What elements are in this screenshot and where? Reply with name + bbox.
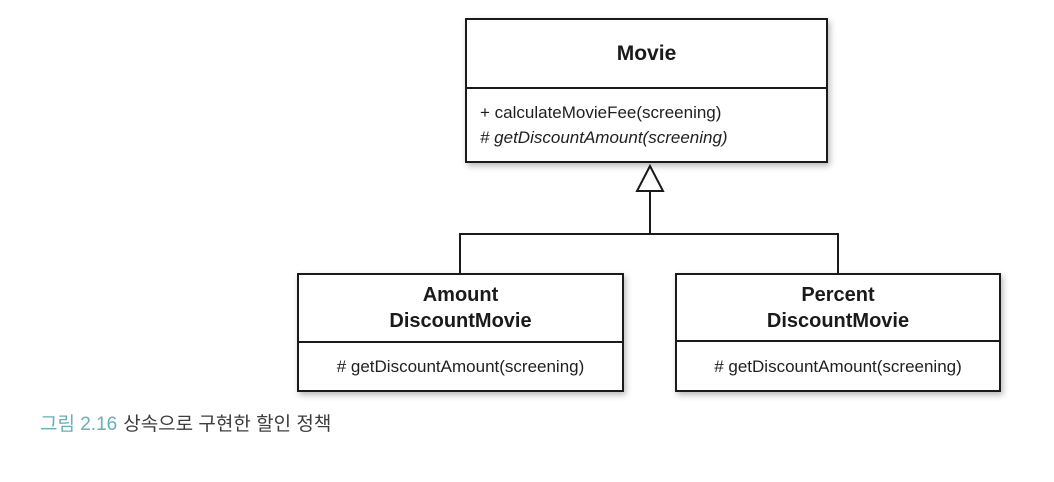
figure-caption-label: 그림 2.16 — [40, 414, 118, 435]
class-methods-percent-discount-movie: # getDiscountAmount(screening) — [677, 342, 999, 390]
class-methods-movie: + calculateMovieFee(screening) # getDisc… — [467, 89, 826, 161]
inheritance-arrowhead-icon — [635, 163, 665, 192]
method-get-discount-amount: # getDiscountAmount(screening) — [714, 356, 962, 376]
class-box-movie: Movie + calculateMovieFee(screening) # g… — [465, 18, 828, 163]
class-name-percent-discount-movie: Percent DiscountMovie — [677, 275, 999, 342]
method-get-discount-amount-abstract: # getDiscountAmount(screening) — [480, 128, 728, 147]
class-name-movie: Movie — [467, 20, 826, 89]
class-methods-amount-discount-movie: # getDiscountAmount(screening) — [299, 343, 622, 390]
class-name-amount-discount-movie: Amount DiscountMovie — [299, 275, 622, 343]
method-get-discount-amount: # getDiscountAmount(screening) — [336, 357, 585, 376]
class-box-amount-discount-movie: Amount DiscountMovie # getDiscountAmount… — [297, 273, 624, 392]
method-calculate-movie-fee: + calculateMovieFee(screening) — [480, 103, 722, 122]
figure-caption-text: 상속으로 구현한 할인 정책 — [123, 414, 332, 435]
class-box-percent-discount-movie: Percent DiscountMovie # getDiscountAmoun… — [675, 273, 1001, 392]
